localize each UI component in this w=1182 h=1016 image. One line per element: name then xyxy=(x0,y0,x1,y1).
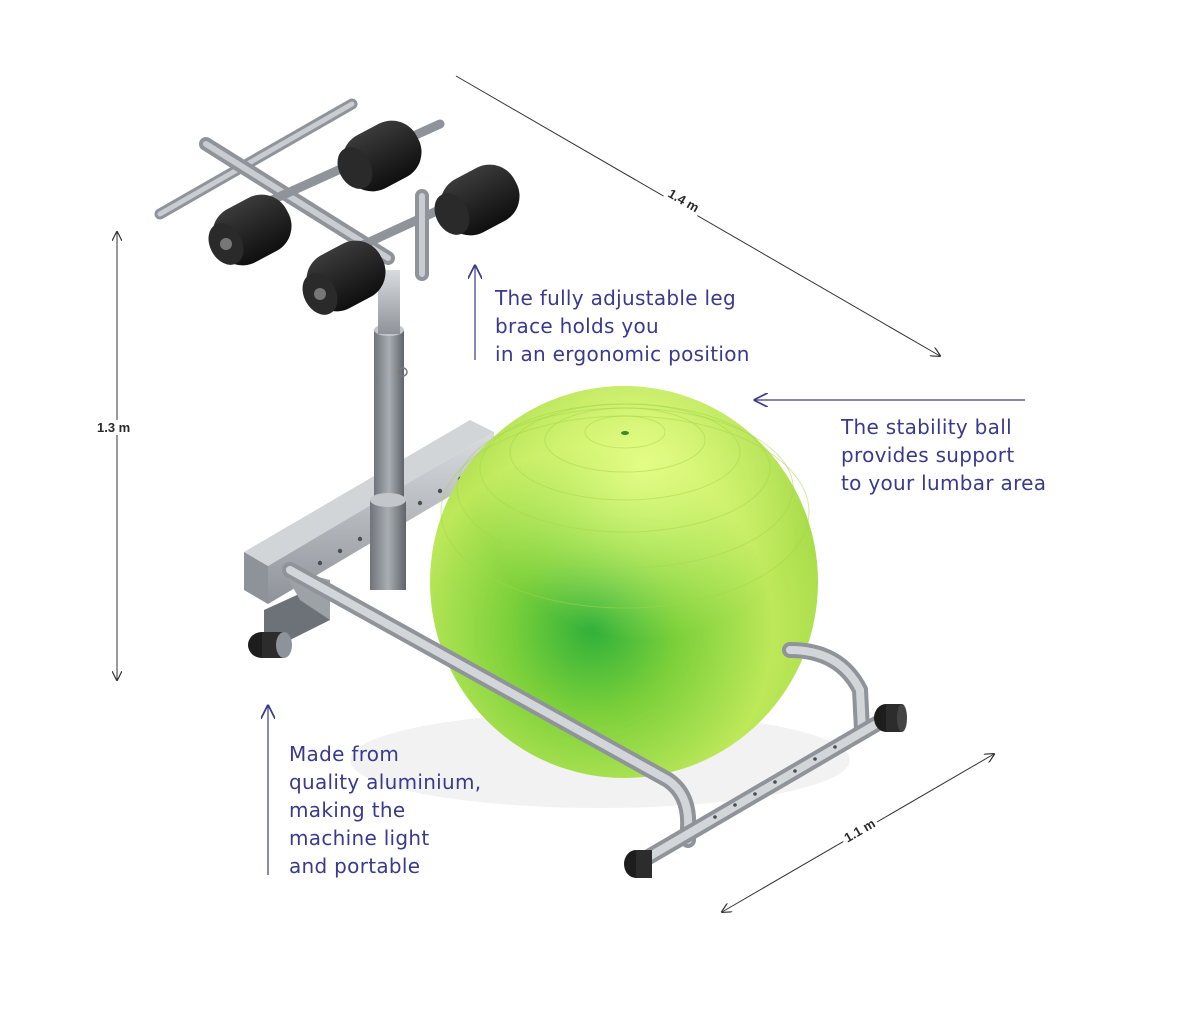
material-callout-line-5: and portable xyxy=(289,854,421,878)
leg-brace-callout-line-3: in an ergonomic position xyxy=(495,342,750,366)
material-callout-line-4: machine light xyxy=(289,826,430,850)
length-dimension-line xyxy=(455,75,940,356)
adjustable-post xyxy=(370,270,408,590)
rear-wheel-left xyxy=(248,632,292,658)
material-callout: Made from quality aluminium, making the … xyxy=(289,740,481,880)
leg-pad-top-left xyxy=(208,194,292,266)
front-wheel-right xyxy=(874,704,907,732)
stability-ball-callout: The stability ball provides support to y… xyxy=(841,413,1046,497)
leg-pad-bottom-left xyxy=(302,240,386,315)
leg-brace-callout: The fully adjustable leg brace holds you… xyxy=(495,284,750,368)
front-wheel-left xyxy=(624,850,652,878)
material-callout-line-2: quality aluminium, xyxy=(289,770,482,794)
stability-ball-callout-line-1: The stability ball xyxy=(841,415,1012,439)
frame-adjust-holes xyxy=(713,745,837,819)
stability-ball xyxy=(430,386,818,778)
leg-pad-top-right xyxy=(337,120,422,192)
front-frame xyxy=(282,562,898,870)
stability-ball-callout-line-2: provides support xyxy=(841,443,1015,467)
leg-brace-callout-line-1: The fully adjustable leg xyxy=(495,286,736,310)
material-callout-line-1: Made from xyxy=(289,742,400,766)
leg-brace-callout-line-2: brace holds you xyxy=(495,314,660,338)
height-dimension-label: 1.3 m xyxy=(94,420,134,435)
material-callout-line-3: making the xyxy=(289,798,406,822)
leg-pad-bottom-right xyxy=(434,164,520,236)
stability-ball-callout-line-3: to your lumbar area xyxy=(841,471,1047,495)
